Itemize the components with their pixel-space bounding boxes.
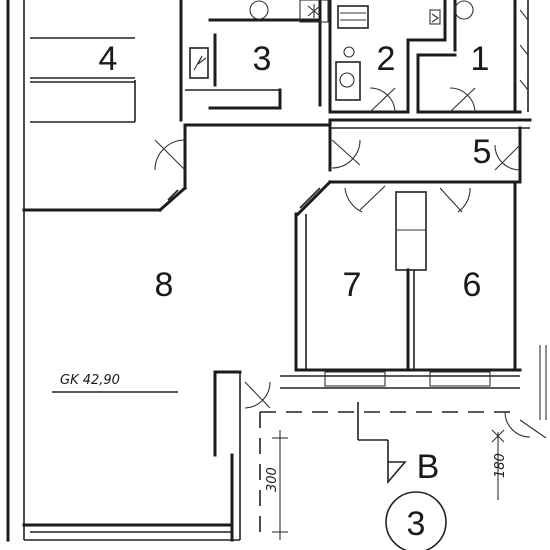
left-exterior-wall bbox=[6, 0, 25, 542]
right-edge-marks bbox=[519, 9, 529, 91]
door-room-5-right bbox=[494, 144, 521, 171]
room-3-label: 3 bbox=[253, 40, 272, 78]
room-3-walls bbox=[183, 0, 332, 127]
room-6-label: 6 bbox=[463, 266, 482, 304]
room-1-label: 1 bbox=[471, 40, 490, 78]
door-room-7 bbox=[344, 185, 386, 213]
unit-number-label: 3 bbox=[407, 505, 426, 543]
terrace-depth-dimension: 300 bbox=[265, 467, 280, 492]
floor-level-note: GK 42,90 bbox=[60, 373, 120, 388]
door-room-4 bbox=[154, 139, 186, 171]
door-terrace bbox=[244, 381, 271, 409]
room-7-walls bbox=[280, 179, 522, 389]
sink-icon bbox=[343, 46, 355, 58]
dimension-ticks bbox=[272, 429, 505, 540]
room-2-label: 2 bbox=[377, 40, 396, 78]
terrace-walls bbox=[22, 370, 242, 542]
door-room-2 bbox=[369, 87, 396, 113]
terrace-right-dimension: 180 bbox=[493, 453, 508, 478]
room-4-label: 4 bbox=[99, 40, 118, 78]
section-marker bbox=[357, 402, 407, 485]
door-room-6 bbox=[439, 187, 471, 213]
room-7-label: 7 bbox=[343, 266, 362, 304]
section-marker-label: B bbox=[417, 448, 440, 486]
door-room-5-left bbox=[331, 139, 361, 169]
washbasin-icon bbox=[249, 0, 269, 20]
door-room-1 bbox=[449, 87, 476, 113]
unit-number-circle bbox=[385, 491, 447, 550]
room-1-walls bbox=[416, 0, 529, 114]
room-5-label: 5 bbox=[473, 133, 492, 171]
terrace-outline bbox=[259, 345, 547, 540]
toilet-icon bbox=[339, 72, 355, 88]
window-sills bbox=[324, 371, 491, 387]
wardrobe bbox=[395, 191, 427, 271]
room-4-walls bbox=[22, 0, 188, 213]
room-8-label: 8 bbox=[155, 266, 174, 304]
vent-icon bbox=[299, 0, 329, 23]
room-5-walls bbox=[328, 118, 532, 184]
washbasin-room-1-icon bbox=[454, 0, 474, 20]
room-6-walls bbox=[406, 180, 517, 372]
